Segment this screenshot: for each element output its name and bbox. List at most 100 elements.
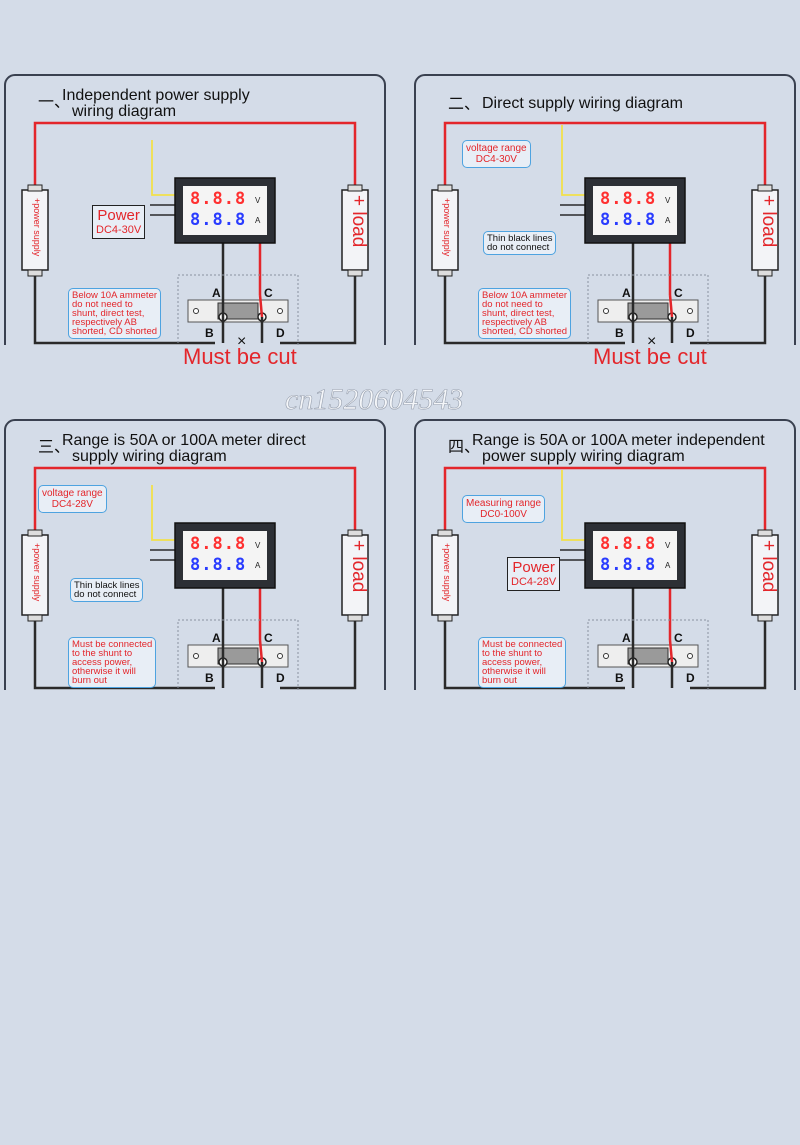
load-cap-top bbox=[757, 184, 773, 192]
terminal-label-b: B bbox=[615, 326, 624, 340]
screw-hole bbox=[277, 653, 283, 659]
load-label: + load bbox=[348, 540, 369, 593]
shunt-callout-line: Below 10A ammeter bbox=[72, 290, 158, 301]
wire bbox=[561, 470, 588, 541]
wire bbox=[443, 615, 625, 690]
power-supply-label: +power supply bbox=[32, 198, 42, 257]
wire bbox=[690, 615, 767, 690]
wire bbox=[668, 639, 674, 663]
shunt-callout-line: burn out bbox=[482, 675, 517, 686]
unit-v: V bbox=[255, 196, 261, 205]
terminal-label-a: A bbox=[212, 631, 221, 645]
wiring-svg bbox=[4, 74, 386, 345]
supply-cap-top bbox=[437, 529, 453, 537]
power-label: Power bbox=[97, 207, 140, 224]
range-callout-line: DC4-30V bbox=[475, 154, 517, 165]
load-cap-top bbox=[757, 529, 773, 537]
panel-title-line: supply wiring diagram bbox=[72, 448, 227, 465]
unit-a: A bbox=[665, 561, 671, 570]
shunt-terminal bbox=[667, 312, 677, 322]
terminal-label-c: C bbox=[264, 286, 273, 300]
power-label: Power bbox=[512, 559, 555, 576]
supply-cap-top bbox=[437, 184, 453, 192]
screw-hole bbox=[687, 653, 693, 659]
panel-prefix: 一、 bbox=[38, 94, 71, 111]
cut-mark: × bbox=[647, 333, 657, 350]
shunt-callout-line: do not need to bbox=[482, 299, 543, 310]
power-supply-tube bbox=[21, 534, 49, 616]
shunt-area bbox=[177, 274, 299, 345]
wire bbox=[280, 615, 357, 690]
power-supply-label: +power supply bbox=[442, 543, 452, 602]
terminal-label-a: A bbox=[622, 631, 631, 645]
display-current: 8.8.8 bbox=[190, 555, 247, 575]
load-tube bbox=[341, 189, 369, 271]
load-label: + load bbox=[348, 195, 369, 248]
panel-title-line: Independent power supply bbox=[62, 87, 250, 104]
shunt-callout-line: access power, bbox=[72, 657, 133, 668]
range-callout-line: voltage range bbox=[42, 488, 103, 499]
terminal-label-b: B bbox=[615, 671, 624, 685]
panel-frame bbox=[4, 74, 386, 345]
shunt-callout-line: respectively AB bbox=[72, 317, 137, 328]
panel-title-line: Range is 50A or 100A meter direct bbox=[62, 432, 306, 449]
terminal-label-d: D bbox=[276, 671, 285, 685]
meter-body bbox=[174, 522, 276, 589]
load-tube bbox=[341, 534, 369, 616]
shunt-terminal bbox=[628, 657, 638, 667]
panel-prefix: 三、 bbox=[38, 439, 71, 456]
watermark: cn1520604543 bbox=[285, 383, 464, 416]
wire bbox=[33, 270, 215, 345]
wire bbox=[668, 294, 674, 318]
shunt-callout-line: do not need to bbox=[72, 299, 133, 310]
unit-a: A bbox=[665, 216, 671, 225]
shunt-resistor bbox=[627, 302, 669, 320]
wire bbox=[151, 140, 178, 196]
panel-title-line: Direct supply wiring diagram bbox=[482, 95, 683, 112]
range-callout-line: DC0-100V bbox=[480, 509, 527, 520]
supply-cap-top bbox=[27, 529, 43, 537]
supply-cap-bottom bbox=[27, 269, 43, 277]
must-be-cut-label: Must be cut bbox=[593, 344, 707, 369]
load-cap-bottom bbox=[347, 269, 363, 277]
unit-v: V bbox=[665, 541, 671, 550]
terminal-label-a: A bbox=[622, 286, 631, 300]
shunt-area bbox=[587, 274, 709, 345]
unit-a: A bbox=[255, 561, 261, 570]
load-cap-top bbox=[347, 184, 363, 192]
meter-body bbox=[584, 177, 686, 244]
shunt-callout-line: burn out bbox=[72, 675, 107, 686]
shunt-callout-line: respectively AB bbox=[482, 317, 547, 328]
power-supply-label: +power supply bbox=[442, 198, 452, 257]
shunt-callout-line: Must be connected bbox=[482, 639, 563, 650]
power-range: DC4-28V bbox=[511, 576, 557, 588]
wire bbox=[561, 125, 588, 196]
shunt-callout-line: otherwise it will bbox=[482, 666, 546, 677]
thin-lines-callout-line: do not connect bbox=[487, 242, 550, 253]
supply-cap-bottom bbox=[437, 269, 453, 277]
range-callout-line: voltage range bbox=[466, 143, 527, 154]
load-label: + load bbox=[758, 540, 779, 593]
load-cap-top bbox=[347, 529, 363, 537]
power-supply-tube bbox=[431, 534, 459, 616]
thin-lines-callout-line: Thin black lines bbox=[74, 580, 140, 591]
load-cap-bottom bbox=[757, 614, 773, 622]
panel-frame bbox=[4, 419, 386, 690]
screw-hole bbox=[193, 308, 199, 314]
panel-title-line: power supply wiring diagram bbox=[482, 448, 685, 465]
wire bbox=[690, 270, 767, 345]
display-current: 8.8.8 bbox=[600, 210, 657, 230]
shunt-resistor bbox=[217, 647, 259, 665]
panel-title-line: Range is 50A or 100A meter independent bbox=[472, 432, 765, 449]
display-current: 8.8.8 bbox=[190, 210, 247, 230]
range-callout-line: Measuring range bbox=[466, 498, 542, 509]
terminal-label-c: C bbox=[264, 631, 273, 645]
terminal-label-c: C bbox=[674, 631, 683, 645]
thin-lines-callout-line: Thin black lines bbox=[487, 233, 553, 244]
